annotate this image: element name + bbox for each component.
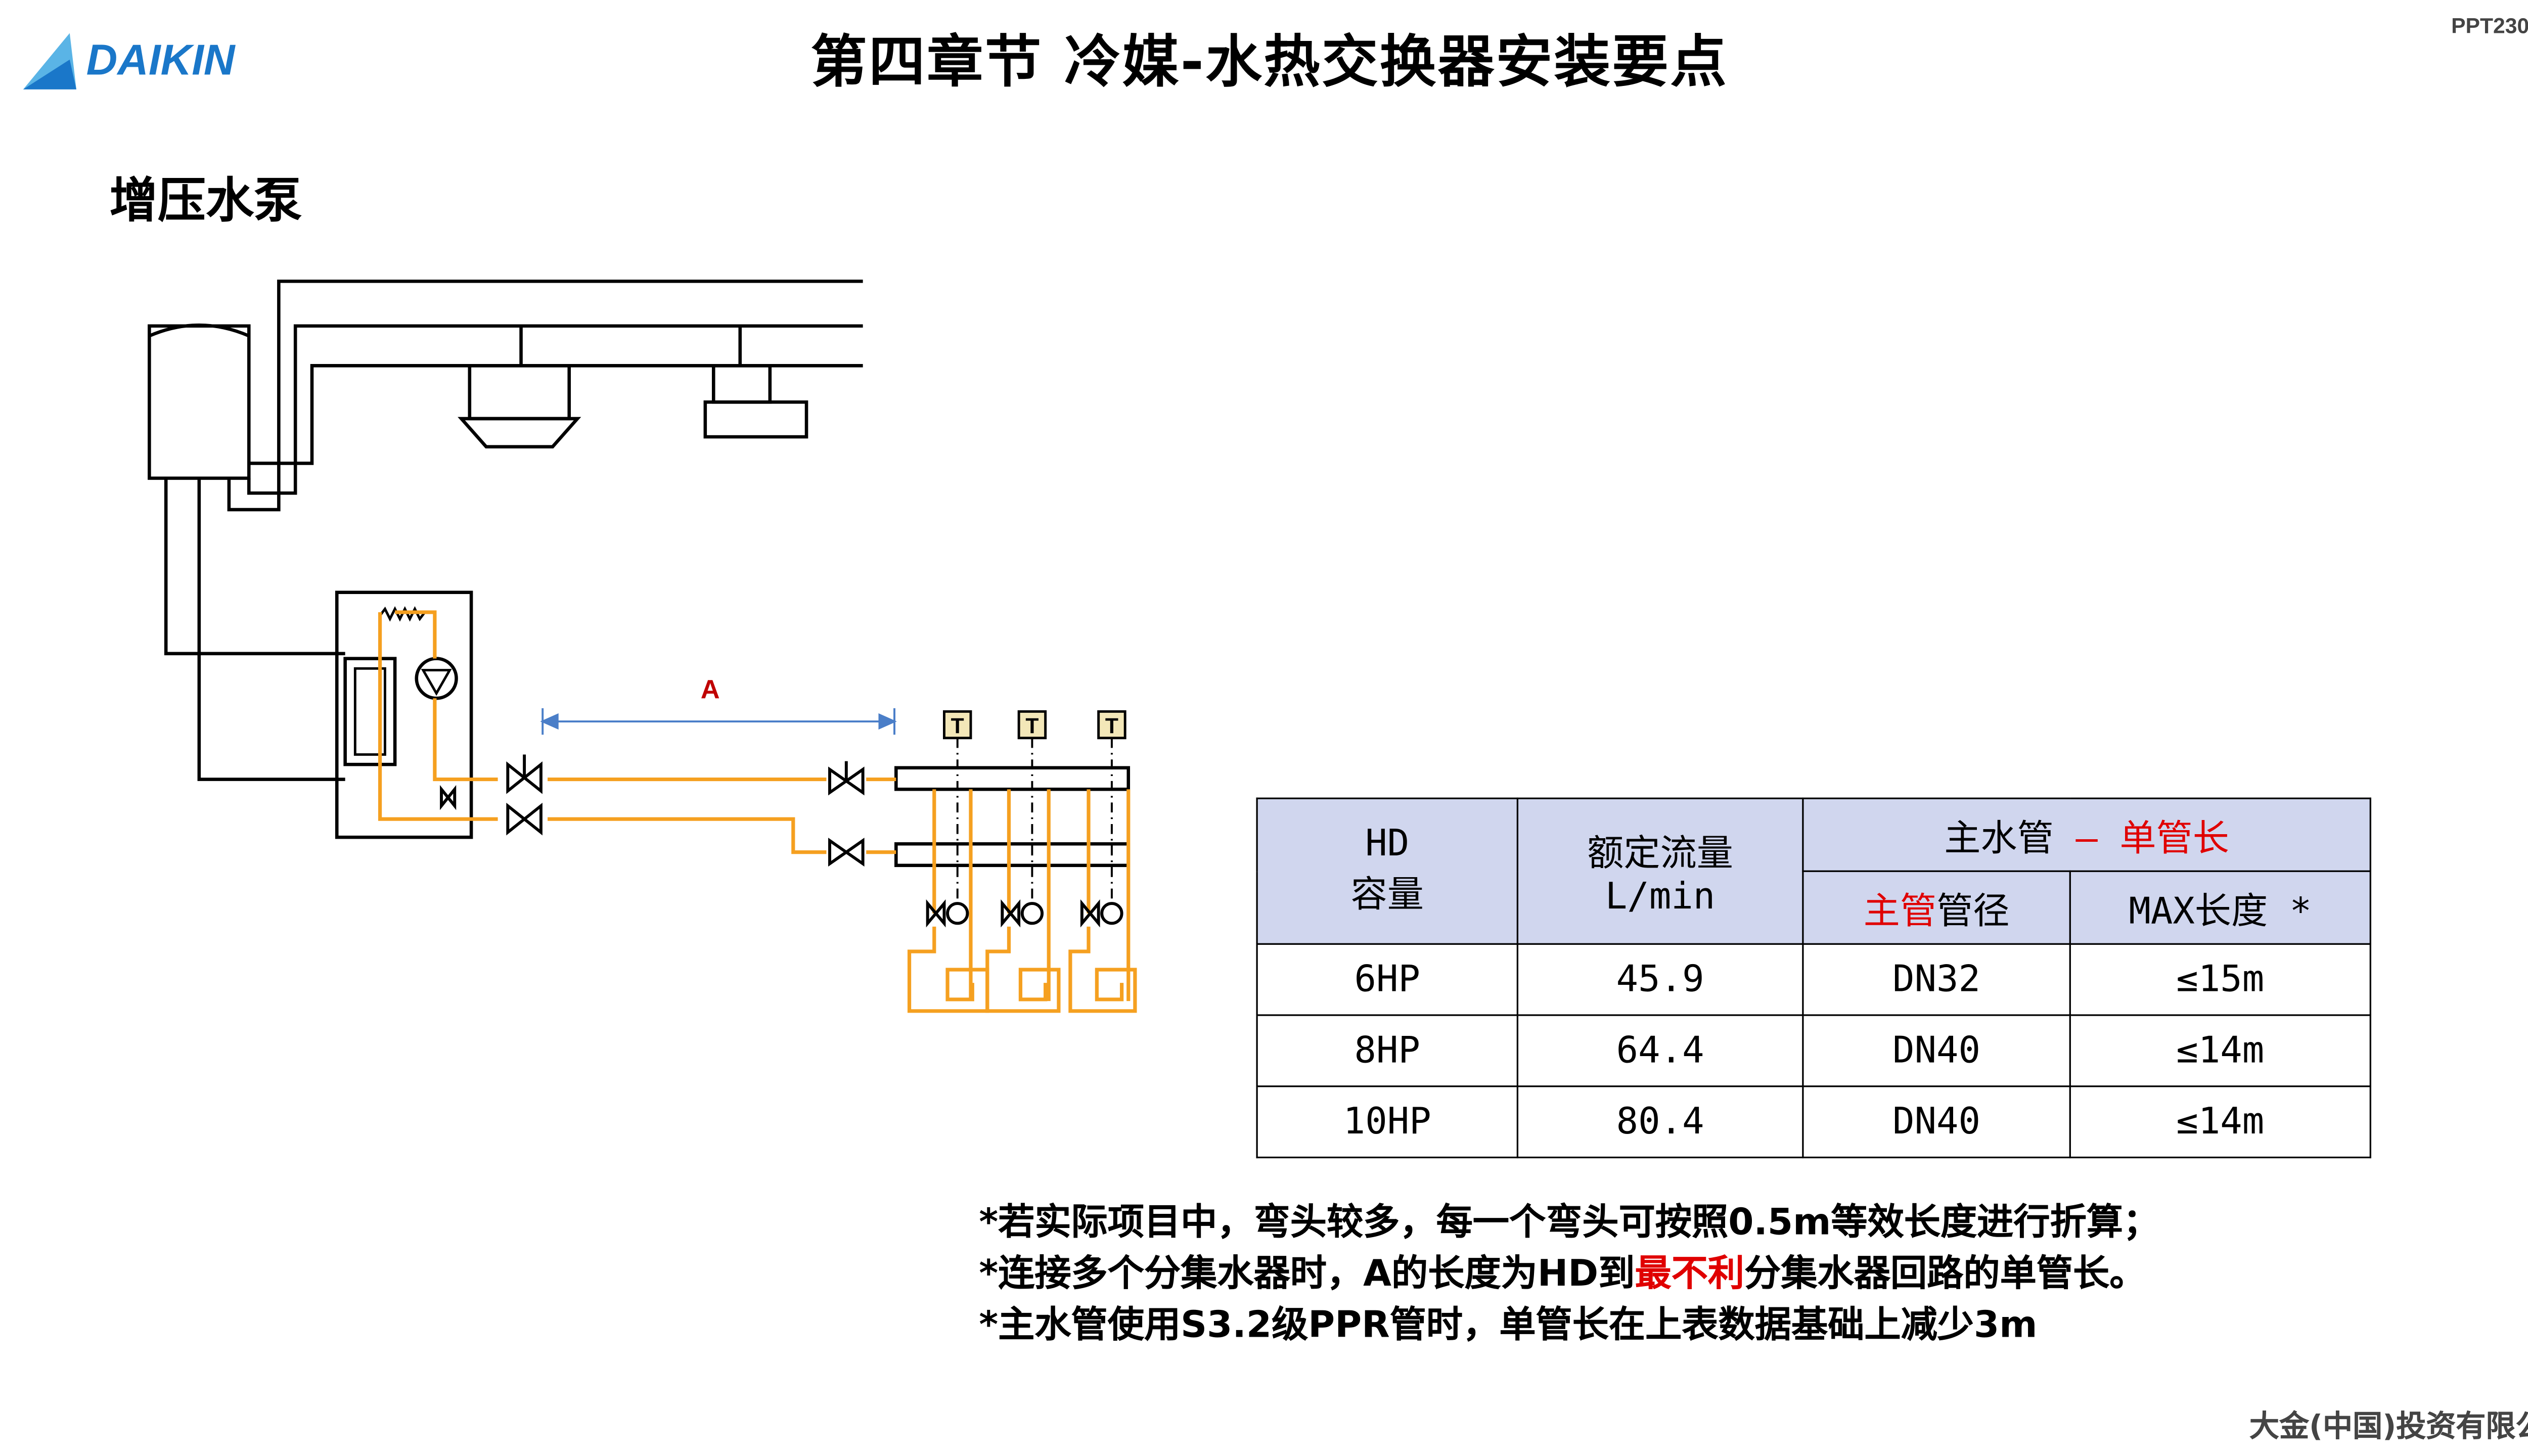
cell-diameter: DN40 xyxy=(1802,1085,2071,1159)
thermostat-icon xyxy=(942,710,972,740)
outdoor-unit xyxy=(148,324,251,480)
valve-icon xyxy=(506,761,543,794)
cell-max-length: ≤15m xyxy=(2069,943,2371,1016)
slide-title: 第四章节 冷媒-水热交换器安装要点 xyxy=(810,29,1729,96)
header-capacity: HD 容量 xyxy=(1256,797,1519,945)
note-2-highlight: 最不利 xyxy=(1635,1254,1745,1296)
cell-flow: 80.4 xyxy=(1516,1085,1804,1159)
header-flow: 额定流量 L/min xyxy=(1516,797,1804,945)
dimension-label-a: A xyxy=(701,675,720,704)
note-2: *连接多个分集水器时，A的长度为HD到最不利分集水器回路的单管长。 xyxy=(979,1249,2159,1300)
notes: *若实际项目中，弯头较多，每一个弯头可按照0.5m等效长度进行折算； *连接多个… xyxy=(979,1198,2159,1352)
supply-manifold xyxy=(894,766,1131,791)
cell-diameter: DN40 xyxy=(1802,1014,2071,1087)
duct-indoor-unit xyxy=(703,400,808,439)
thermostat-icon xyxy=(1097,710,1126,740)
return-manifold xyxy=(894,842,1131,868)
section-heading: 增压水泵 xyxy=(109,172,302,229)
cell-flow: 64.4 xyxy=(1516,1014,1804,1087)
cell-capacity: 8HP xyxy=(1256,1014,1519,1087)
actuator-icon xyxy=(1020,902,1044,925)
spec-table: HD 容量 额定流量 L/min 主水管 — 单管长 主管管径 MAX长度 * … xyxy=(1256,797,2371,1159)
header-capacity-line1: HD xyxy=(1365,824,1410,866)
daikin-logo: DAIKIN xyxy=(23,33,236,89)
thermostat-icon xyxy=(1017,710,1047,740)
thermostat-label: T xyxy=(1105,714,1118,738)
valve-icon xyxy=(440,785,457,810)
cell-capacity: 6HP xyxy=(1256,943,1519,1016)
cell-flow: 45.9 xyxy=(1516,943,1804,1016)
document-code: PPT23005A xyxy=(2451,13,2528,38)
cell-max-length: ≤14m xyxy=(2069,1085,2371,1159)
thermostat-label: T xyxy=(1025,714,1039,738)
note-2-start: *连接多个分集水器时，A的长度为HD到 xyxy=(979,1254,1635,1296)
note-1: *若实际项目中，弯头较多，每一个弯头可按照0.5m等效长度进行折算； xyxy=(979,1203,2160,1245)
valve-icon xyxy=(828,766,865,796)
header-single-pipe-length: 单管长 xyxy=(2119,818,2230,860)
header-max-length: MAX长度 * xyxy=(2069,870,2371,945)
logo-text: DAIKIN xyxy=(86,36,236,84)
header-main-pipe: 主水管 xyxy=(1944,818,2054,860)
header-diameter-rest: 管径 xyxy=(1936,891,2010,933)
table-row: 10HP 80.4 DN40 ≤14m xyxy=(1256,1085,2371,1159)
header-dash: — xyxy=(2053,818,2120,860)
cell-capacity: 10HP xyxy=(1256,1085,1519,1159)
header-capacity-line2: 容量 xyxy=(1350,875,1424,917)
pump-schematic: T T T A xyxy=(148,280,1137,1013)
header-flow-line1: 额定流量 xyxy=(1587,834,1734,876)
valve-icon xyxy=(828,838,865,867)
valve-icon xyxy=(506,802,543,836)
note-3: *主水管使用S3.2级PPR管时，单管长在上表数据基础上减少3m xyxy=(979,1305,2038,1347)
hydro-box-unit xyxy=(335,590,473,839)
actuator-icon xyxy=(946,902,969,925)
table-row: 8HP 64.4 DN40 ≤14m xyxy=(1256,1014,2371,1087)
cell-diameter: DN32 xyxy=(1802,943,2071,1016)
table-row: 6HP 45.9 DN32 ≤15m xyxy=(1256,943,2371,1016)
cell-max-length: ≤14m xyxy=(2069,1014,2371,1087)
company-name: 大金(中国)投资有限公司 xyxy=(2249,1409,2528,1445)
thermostat-label: T xyxy=(951,714,964,738)
header-diameter-red: 主管 xyxy=(1863,891,1937,933)
actuator-icon xyxy=(1100,902,1123,925)
cassette-indoor-unit xyxy=(468,364,571,421)
header-diameter: 主管管径 xyxy=(1802,870,2071,945)
heat-exchanger xyxy=(343,657,397,766)
header-flow-line2: L/min xyxy=(1605,877,1716,919)
header-main-pipe-group: 主水管 — 单管长 xyxy=(1802,797,2371,872)
note-2-end: 分集水器回路的单管长。 xyxy=(1744,1254,2146,1296)
